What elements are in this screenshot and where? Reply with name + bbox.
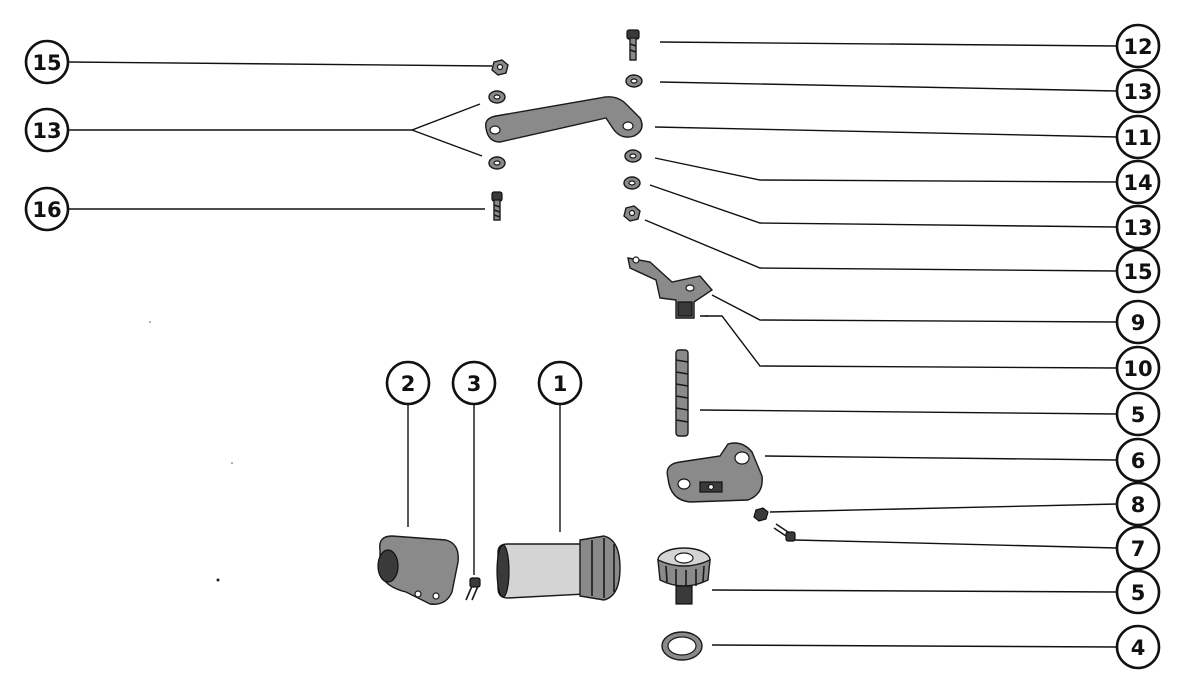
lever-arm-part-11 (485, 96, 643, 143)
callout-label: 15 (32, 51, 61, 75)
callout-label: 7 (1131, 537, 1146, 561)
callout-15-left: 15 (24, 39, 70, 85)
callout-13-right-b: 13 (1115, 204, 1161, 250)
rod-part-5-upper (675, 349, 689, 437)
callouts: 15 13 16 12 13 11 14 13 (24, 23, 1161, 670)
washer-part-13-left-bottom (488, 156, 506, 170)
leader-13-b (649, 184, 1118, 228)
print-specks (149, 321, 233, 582)
nut-part-15-left (491, 59, 509, 76)
callout-8: 8 (1115, 481, 1161, 527)
callout-11: 11 (1115, 114, 1161, 160)
callout-label: 3 (467, 372, 482, 396)
bolt-part-16 (491, 191, 503, 221)
leader-14 (654, 157, 1118, 183)
washer-part-13-right-a (625, 74, 643, 88)
housing-part-6 (666, 442, 763, 503)
leader-15-left (68, 61, 493, 67)
callout-label: 13 (1123, 80, 1152, 104)
leader-7 (794, 539, 1118, 549)
leader-6 (764, 455, 1118, 461)
leader-13-left (69, 103, 481, 131)
nut-part-8 (753, 507, 769, 522)
callout-5-b: 5 (1115, 569, 1161, 615)
housing-part-2 (377, 535, 459, 605)
leader-4 (711, 644, 1118, 648)
callout-7: 7 (1115, 525, 1161, 571)
leader-5-b (711, 589, 1118, 593)
leader-13-a (659, 81, 1118, 92)
callout-label: 5 (1131, 403, 1146, 427)
callout-10: 10 (1115, 345, 1161, 391)
screw-part-12 (626, 29, 640, 61)
callout-label: 9 (1131, 311, 1146, 335)
bracket-part-9 (627, 256, 714, 319)
callout-9: 9 (1115, 299, 1161, 345)
callout-5-a: 5 (1115, 391, 1161, 437)
callout-label: 12 (1123, 35, 1152, 59)
callout-label: 5 (1131, 581, 1146, 605)
leader-8 (769, 503, 1118, 513)
leader-12 (659, 41, 1118, 47)
callout-3: 3 (451, 360, 497, 406)
callout-4: 4 (1115, 624, 1161, 670)
callout-13-right-a: 13 (1115, 68, 1161, 114)
screw-part-7 (773, 523, 796, 542)
washer-part-13-right-b (623, 176, 641, 190)
leader-9 (711, 294, 1118, 323)
washer-part-14 (624, 149, 642, 163)
callout-2: 2 (385, 360, 431, 406)
callout-label: 13 (32, 119, 61, 143)
callout-15-right: 15 (1115, 248, 1161, 294)
screw-part-3 (465, 577, 481, 601)
callout-label: 10 (1123, 357, 1152, 381)
washer-part-13-left-top (488, 90, 506, 104)
knob-part-5-lower (657, 547, 711, 605)
callout-1: 1 (537, 360, 583, 406)
callout-label: 1 (553, 372, 568, 396)
callout-16-left: 16 (24, 186, 70, 232)
ring-part-4 (661, 631, 703, 661)
leader-11 (654, 126, 1118, 138)
leader-lines (68, 41, 1118, 648)
callout-label: 11 (1123, 126, 1152, 150)
callout-14: 14 (1115, 159, 1161, 205)
sleeve-part-1 (496, 535, 621, 601)
leader-10 (705, 315, 1118, 369)
callout-label: 8 (1131, 493, 1146, 517)
leader-13-left-branch (411, 129, 483, 157)
callout-label: 15 (1123, 260, 1152, 284)
leader-5-a (699, 409, 1118, 415)
callout-label: 13 (1123, 216, 1152, 240)
callout-13-left: 13 (24, 107, 70, 153)
callout-label: 16 (32, 198, 61, 222)
callout-12: 12 (1115, 23, 1161, 69)
callout-6: 6 (1115, 437, 1161, 483)
callout-label: 14 (1123, 171, 1152, 195)
nut-part-15-right (623, 205, 641, 222)
callout-label: 4 (1131, 636, 1146, 660)
parts (377, 29, 796, 661)
callout-label: 6 (1131, 449, 1146, 473)
callout-label: 2 (401, 372, 416, 396)
leader-15-right (644, 219, 1118, 272)
